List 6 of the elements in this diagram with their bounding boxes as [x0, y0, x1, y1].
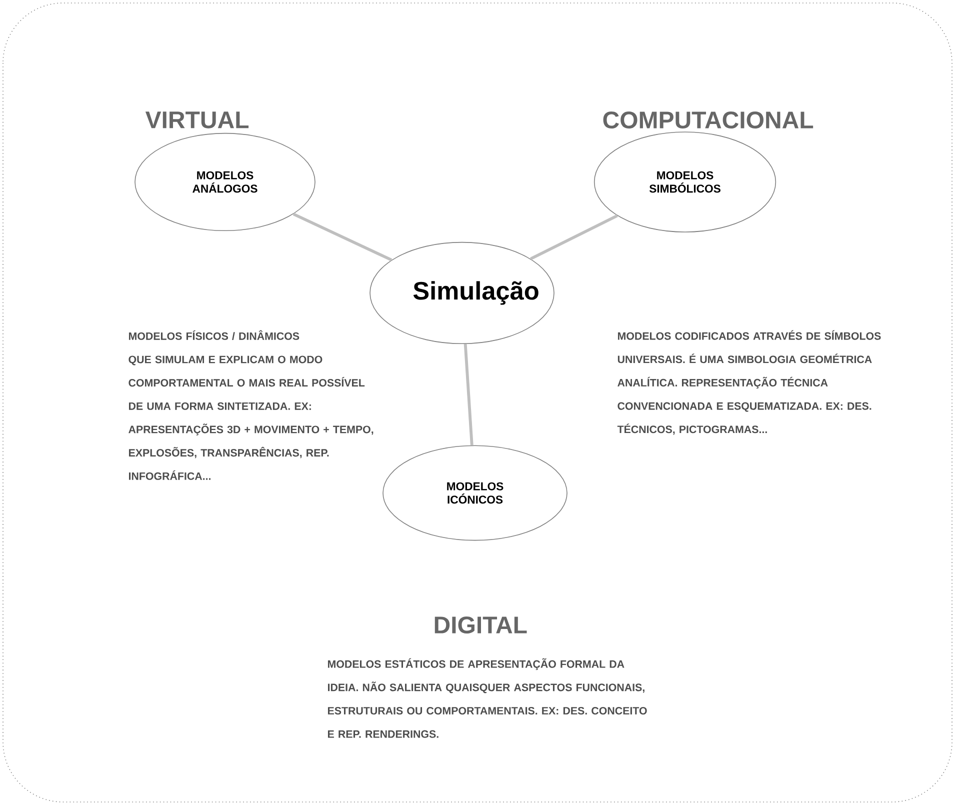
connector [292, 212, 392, 262]
description-text: MODELOS CODIFICADOS ATRAVÉS DE SÍMBOLOS UNIVERSAIS. É UMA SIMBOLOGIA GEOMÉTRICA ANALÍTICA. REPRESENTAÇÃO TÉCNICA CONVENCIONADA E ESQUEMATIZADA. EX: DES. TÉCNICOS, PICTOGRAMAS... [617, 330, 881, 435]
connector [464, 344, 474, 446]
description-text: MODELOS ESTÁTICOS DE APRESENTAÇÃO FORMAL DA IDEIA. NÃO SALIENTA QUAISQUER ASPECTOS FUNCIONAIS, ESTRUTURAIS OU COMPORTAMENTAIS. EX: DES. CONCEITO E REP. RENDERINGS. [328, 658, 647, 738]
heading: DIGITAL [434, 616, 527, 634]
connector [530, 214, 618, 260]
